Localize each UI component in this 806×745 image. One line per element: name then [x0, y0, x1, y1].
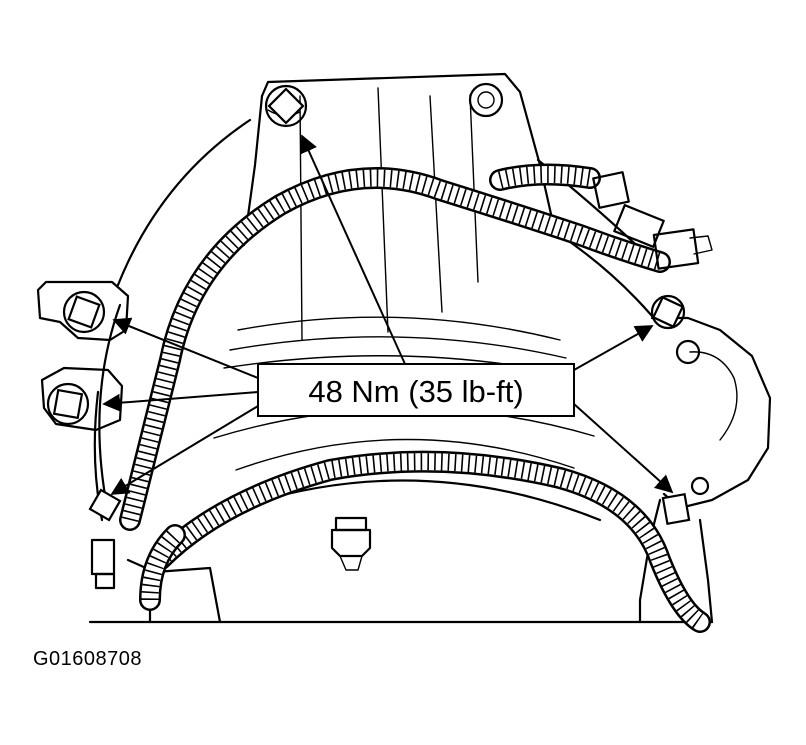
figure-id: G01608708 — [33, 648, 143, 670]
torque-label: 48 Nm (35 lb-ft) — [308, 374, 523, 409]
bolt-icon — [46, 382, 90, 426]
arrowhead-icon — [300, 134, 406, 365]
wiring-harness — [119, 163, 711, 633]
bolt-icon — [88, 488, 122, 522]
bolt-icon — [62, 290, 106, 334]
torque-callout: 48 Nm (35 lb-ft) — [257, 363, 575, 417]
bolt-icon — [650, 294, 686, 330]
arrowhead-icon — [102, 391, 259, 412]
side-bolts — [46, 290, 691, 525]
arrowhead-icon — [110, 405, 259, 495]
electrical-connectors — [90, 171, 713, 590]
leader-arrows — [102, 134, 674, 495]
arrowhead-icon — [112, 317, 259, 379]
top-bolt-bosses — [264, 82, 504, 128]
arrowhead-icon — [573, 403, 674, 494]
arrowhead-icon — [573, 325, 654, 371]
bolt-icon — [661, 493, 691, 525]
